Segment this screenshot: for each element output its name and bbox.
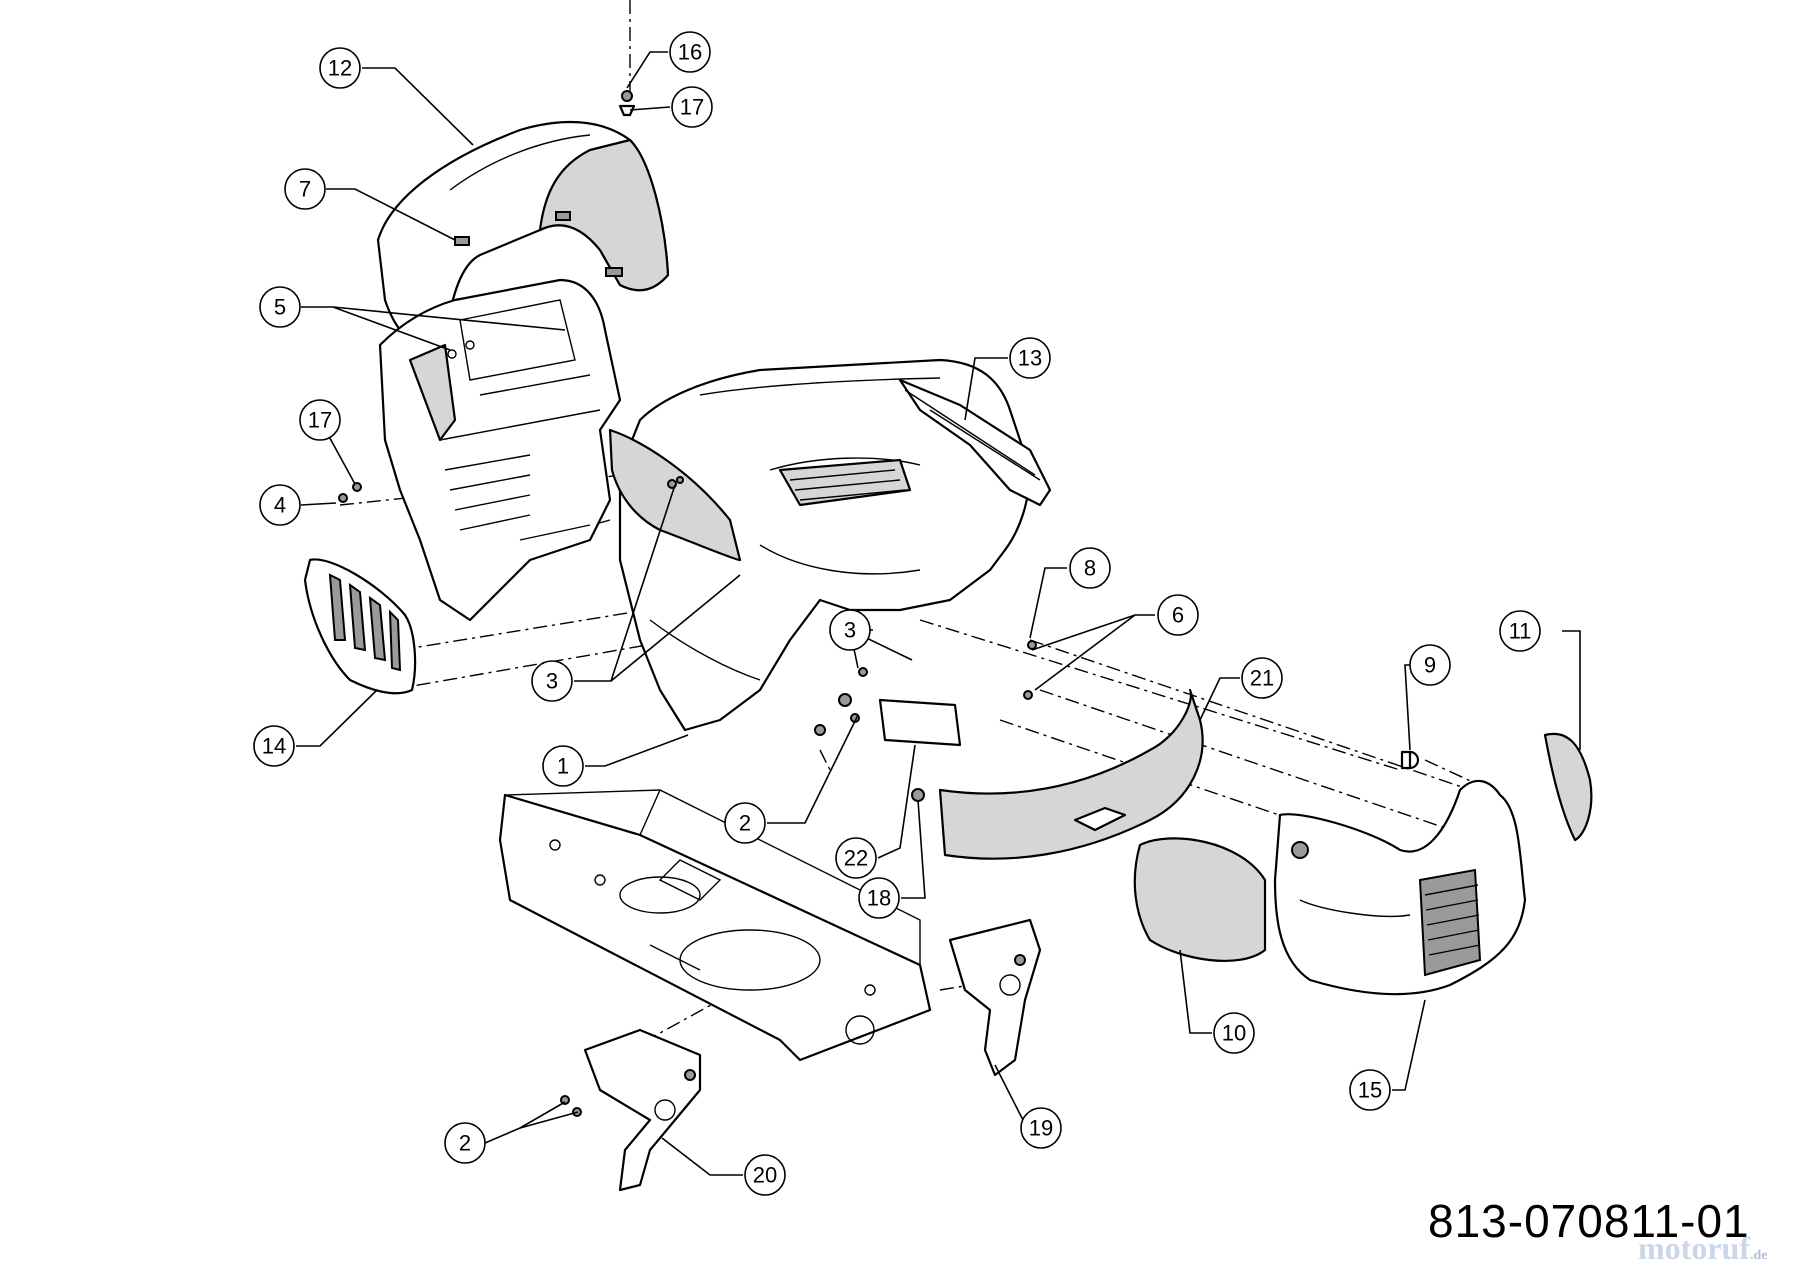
svg-text:16: 16	[678, 40, 702, 65]
part-19-right-bracket	[948, 918, 1042, 1077]
part-22-plate	[878, 698, 962, 747]
svg-text:17: 17	[680, 95, 704, 120]
part-14-side-grille	[303, 558, 417, 695]
svg-text:12: 12	[328, 56, 352, 81]
callout-16: 16	[669, 31, 711, 73]
callout-9: 9	[1409, 644, 1451, 686]
svg-text:5: 5	[274, 295, 286, 320]
part-12-upper-dash-cover	[376, 120, 670, 352]
part-9-bulb	[1400, 750, 1420, 770]
watermark-logo: motoruf.de	[1638, 1230, 1767, 1267]
watermark-tld: .de	[1749, 1248, 1768, 1263]
callout-2-b: 2	[444, 1122, 486, 1164]
callout-14: 14	[253, 725, 295, 767]
part-1-hood	[608, 358, 1032, 736]
svg-text:15: 15	[1358, 1078, 1382, 1103]
svg-text:20: 20	[753, 1163, 777, 1188]
callout-22: 22	[835, 837, 877, 879]
svg-text:3: 3	[844, 618, 856, 643]
callout-6: 6	[1157, 594, 1199, 636]
svg-text:1: 1	[557, 754, 569, 779]
callout-19: 19	[1020, 1107, 1062, 1149]
svg-text:3: 3	[546, 669, 558, 694]
svg-text:6: 6	[1172, 603, 1184, 628]
callout-4: 4	[259, 484, 301, 526]
leader-lines	[296, 51, 1581, 1176]
chassis-frame	[498, 789, 932, 1062]
svg-text:2: 2	[459, 1131, 471, 1156]
svg-text:14: 14	[262, 734, 286, 759]
callout-12: 12	[319, 47, 361, 89]
callout-10: 10	[1213, 1012, 1255, 1054]
svg-text:9: 9	[1424, 653, 1436, 678]
svg-text:19: 19	[1029, 1116, 1053, 1141]
callout-18: 18	[858, 877, 900, 919]
svg-text:7: 7	[299, 177, 311, 202]
callout-8: 8	[1069, 547, 1111, 589]
callout-20: 20	[744, 1154, 786, 1196]
callout-5: 5	[259, 286, 301, 328]
callout-15: 15	[1349, 1069, 1391, 1111]
svg-text:4: 4	[274, 493, 286, 518]
part-11-small-lens	[1543, 732, 1593, 842]
callout-17: 17	[671, 86, 713, 128]
watermark-brand: motoruf	[1638, 1230, 1750, 1266]
callout-21: 21	[1241, 657, 1283, 699]
part-10-headlight-lens	[1133, 837, 1267, 962]
callout-11: 11	[1499, 610, 1541, 652]
svg-text:18: 18	[867, 886, 891, 911]
part-21-front-bumper-strip	[938, 688, 1204, 860]
callout-13: 13	[1009, 337, 1051, 379]
part-5-dash-frame	[378, 278, 622, 622]
svg-text:21: 21	[1250, 666, 1274, 691]
callout-7: 7	[284, 168, 326, 210]
fasteners	[338, 90, 1037, 1117]
callout-17-b: 17	[299, 399, 341, 441]
svg-text:10: 10	[1222, 1021, 1246, 1046]
svg-text:2: 2	[739, 811, 751, 836]
part-13-bracket	[898, 378, 1052, 507]
callout-1: 1	[542, 745, 584, 787]
callout-3-a: 3	[531, 660, 573, 702]
callout-2-a: 2	[724, 802, 766, 844]
svg-text:11: 11	[1509, 619, 1532, 644]
callout-3-b: 3	[829, 609, 871, 651]
part-15-front-grille	[1273, 779, 1527, 996]
svg-text:22: 22	[844, 846, 868, 871]
drawing-number: 813-070811-01	[1428, 1195, 1750, 1247]
part-20-left-bracket	[583, 1028, 702, 1192]
svg-text:13: 13	[1018, 346, 1042, 371]
svg-text:17: 17	[308, 408, 332, 433]
svg-text:8: 8	[1084, 556, 1096, 581]
